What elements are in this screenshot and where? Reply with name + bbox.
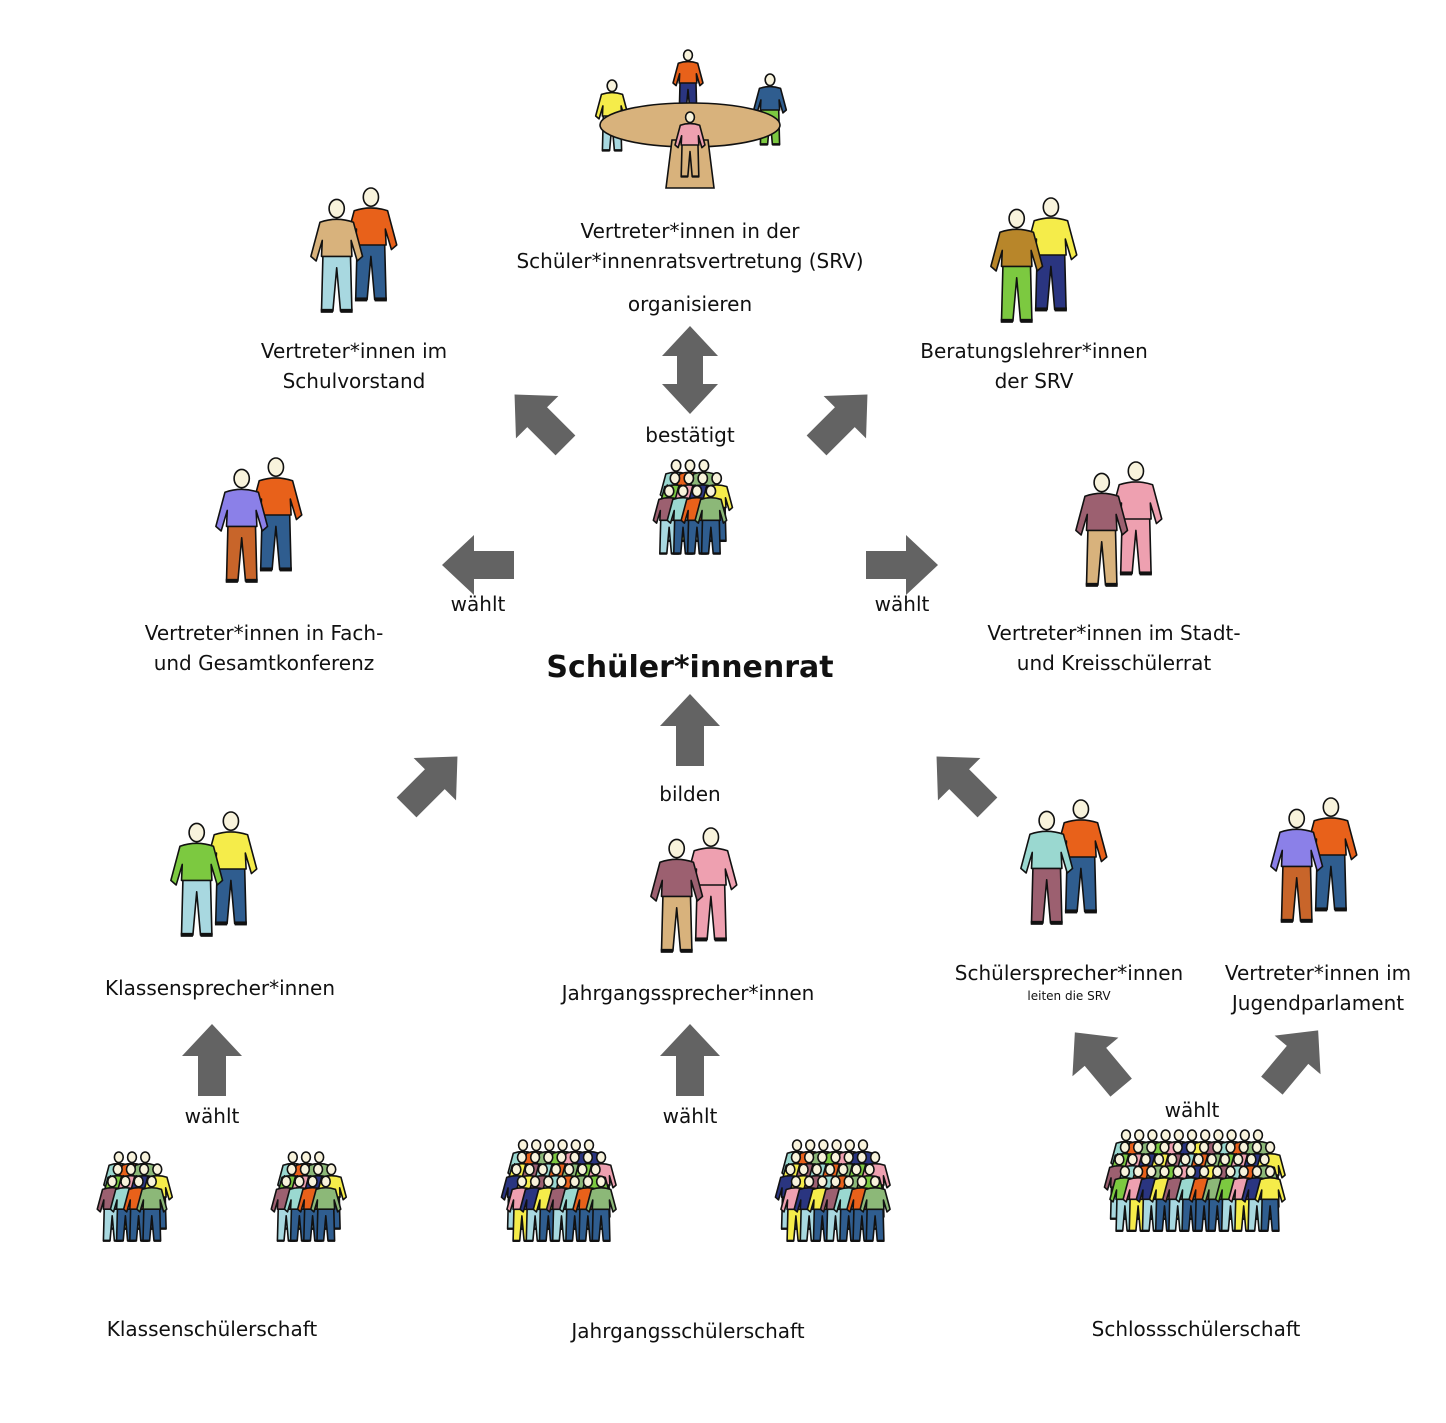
verb-bestaetigt: bestätigt [645,423,735,447]
label-srv-line2: Schüler*innenratsvertretung (SRV) [516,249,864,273]
label-schulvorstand: Vertreter*innen im Schulvorstand [214,336,494,396]
label-konferenz-line2: und Gesamtkonferenz [153,651,375,675]
label-beratung-line1: Beratungslehrer*innen [920,339,1148,363]
label-schuelersprecher-note: leiten die SRV [1027,989,1111,1003]
label-schlossschueler-line1: Schlossschülerschaft [1091,1317,1301,1341]
label-jugendparlament-line2: Jugendparlament [1231,991,1405,1015]
label-klassenschueler-line1: Klassenschülerschaft [106,1317,318,1341]
label-jugendparlament-line1: Vertreter*innen im [1224,961,1412,985]
crowd-schloss-icon [1103,1129,1286,1232]
arrow-waehlt-klasse [182,1024,242,1096]
pair-jugendparlament-icon [1270,797,1358,923]
label-schuelersprecher: Schülersprecher*innen leiten die SRV [938,958,1200,1004]
pair-jahrgangssprecher-icon [650,827,738,953]
pair-beratung-icon [990,197,1078,323]
center-title: Schüler*innenrat [546,650,834,685]
label-schulvorstand-line1: Vertreter*innen im [260,339,448,363]
label-klassensprecher: Klassensprecher*innen [80,973,360,1003]
arrow-to-konferenz [442,535,514,595]
pair-schulvorstand-icon [310,187,398,313]
arrow-waehlt-schuelersprecher [1051,1013,1145,1107]
arrow-to-schulvorstand [493,373,587,467]
arrow-waehlt-jahrgang [660,1024,720,1096]
label-jugendparlament: Vertreter*innen im Jugendparlament [1198,958,1438,1018]
label-konferenz: Vertreter*innen in Fach- und Gesamtkonfe… [114,618,414,678]
arrow-to-beratung [795,373,889,467]
verb-waehlt-klasse: wählt [184,1104,240,1128]
label-stadt-line2: und Kreisschülerrat [1016,651,1212,675]
crowd-klasse-b-icon [270,1151,348,1242]
arrow-waehlt-jugendparlament [1248,1011,1342,1105]
arrow-to-stadt [866,535,938,595]
label-stadt-line1: Vertreter*innen im Stadt- [987,621,1241,645]
verb-waehlt-schloss: wählt [1164,1098,1220,1122]
verb-waehlt-left: wählt [450,592,506,616]
verb-waehlt-right: wählt [874,592,930,616]
pair-stadt-icon [1075,461,1163,587]
label-beratung-line2: der SRV [994,369,1074,393]
arrow-klassensprecher-to-rat [385,735,479,829]
label-schuelersprecher-line1: Schülersprecher*innen [954,961,1184,985]
label-srv: Vertreter*innen in der Schüler*innenrats… [500,216,880,276]
verb-organisieren: organisieren [627,292,753,316]
label-jahrgangssprecher: Jahrgangssprecher*innen [538,978,838,1008]
label-konferenz-line1: Vertreter*innen in Fach- [144,621,384,645]
arrow-organisieren [662,326,718,414]
pair-konferenz-icon [215,457,303,583]
label-srv-line1: Vertreter*innen in der [580,219,800,243]
crowd-schuelerrat-icon [652,459,734,555]
label-klassenschueler: Klassenschülerschaft [72,1314,352,1344]
label-klassensprecher-line1: Klassensprecher*innen [104,976,336,1000]
verb-bilden: bilden [659,782,721,806]
crowd-klasse-a-icon [96,1151,174,1242]
label-stadt: Vertreter*innen im Stadt- und Kreisschül… [964,618,1264,678]
label-jahrgangssprecher-line1: Jahrgangssprecher*innen [561,981,815,1005]
crowd-jahrgang-b-icon [774,1139,891,1242]
verb-waehlt-jahrgang: wählt [662,1104,718,1128]
arrow-schuelersprecher-to-rat [915,735,1009,829]
pair-schuelersprecher-icon [1020,799,1108,925]
label-jahrgangsschueler: Jahrgangsschülerschaft [538,1316,838,1346]
crowd-jahrgang-a-icon [500,1139,617,1242]
arrow-bilden [660,694,720,766]
meeting-table-icon [594,49,788,189]
label-schulvorstand-line2: Schulvorstand [282,369,426,393]
label-jahrgangsschueler-line1: Jahrgangsschülerschaft [571,1319,805,1343]
label-beratung: Beratungslehrer*innen der SRV [894,336,1174,396]
pair-klassensprecher-icon [170,811,258,937]
label-schlossschueler: Schlossschülerschaft [1056,1314,1336,1344]
